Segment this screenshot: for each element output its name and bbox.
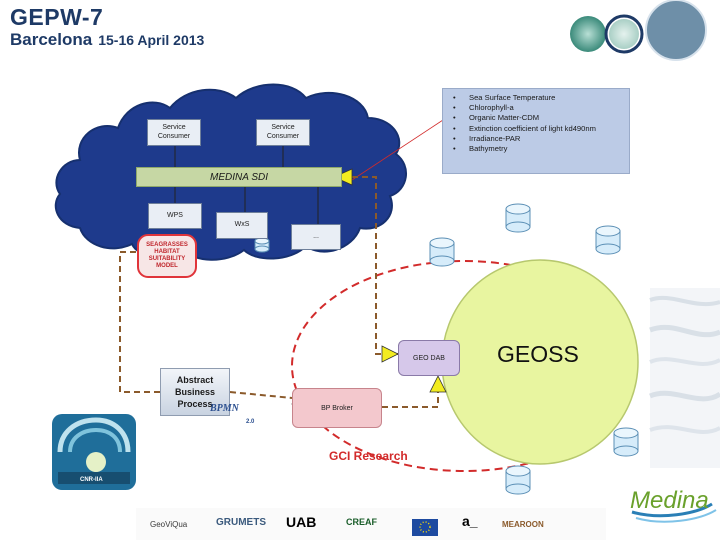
service-consumer-box-2: Service Consumer xyxy=(256,119,310,146)
partner-logo-uab: UAB xyxy=(286,514,317,530)
header-title: GEPW-7 xyxy=(10,4,104,30)
bpmn-logo: BPMN xyxy=(210,403,239,414)
header-subtitle: Barcelona 15-16 April 2013 xyxy=(10,30,204,50)
pointer-line xyxy=(351,119,444,181)
partner-logo-geoviqua: GeoViQua xyxy=(150,520,188,529)
database-icon xyxy=(595,225,621,255)
header-location: Barcelona xyxy=(10,30,93,49)
cnr-iia-label: CNR-IIA xyxy=(80,477,103,483)
parameter-item: Organic Matter-CDM xyxy=(453,113,623,123)
parameter-item: Chlorophyll-a xyxy=(453,103,623,113)
database-icon xyxy=(254,237,270,253)
arrow-to-sdi xyxy=(333,168,353,186)
circle-decoration xyxy=(645,0,707,61)
header-dates: 15-16 April 2013 xyxy=(98,32,205,48)
geoss-label: GEOSS xyxy=(497,341,579,367)
wxs-box: WxS xyxy=(216,212,268,239)
database-icon xyxy=(613,427,639,457)
database-icons xyxy=(254,203,639,495)
decorative-circles xyxy=(570,0,707,61)
parameters-box: Sea Surface Temperature Chlorophyll-a Or… xyxy=(442,88,630,174)
arrow-up-to-geo-dab xyxy=(429,375,447,393)
partner-logo-mearoon: MEAROON xyxy=(502,520,544,529)
gci-research-label: GCI Research xyxy=(329,449,408,463)
seagrass-model-box: SEAGRASSES HABITAT SUITABILITY MODEL xyxy=(137,234,197,278)
database-icon xyxy=(429,237,455,267)
medina-logo: Medina xyxy=(630,487,709,514)
partner-strip xyxy=(136,508,606,540)
parameter-item: Bathymetry xyxy=(453,144,623,154)
parameter-item: Extinction coefficient of light kd490nm xyxy=(453,124,623,134)
parameter-item: Sea Surface Temperature xyxy=(453,93,623,103)
eu-flag-icon xyxy=(412,519,438,536)
wps-box: WPS xyxy=(148,203,202,229)
arrow-to-geo-dab xyxy=(381,345,399,363)
bpmn-version: 2.0 xyxy=(246,419,255,425)
service-consumer-box-1: Service Consumer xyxy=(147,119,201,146)
parameters-list: Sea Surface Temperature Chlorophyll-a Or… xyxy=(453,93,623,154)
circle-decoration xyxy=(570,16,606,52)
eu-stars-icon xyxy=(419,521,431,533)
more-services-box: ... xyxy=(291,224,341,250)
partner-logo-creaf: CREAF xyxy=(346,517,377,527)
medina-wave xyxy=(631,502,713,518)
cnr-iia-logo xyxy=(52,414,136,490)
circle-decoration xyxy=(609,19,639,49)
medina-sdi-bar: MEDINA SDI xyxy=(136,167,342,187)
geo-dab-box: GEO DAB xyxy=(398,340,460,376)
bp-broker-box: BP Broker xyxy=(292,388,382,428)
database-icon xyxy=(505,465,531,495)
sea-wave-image xyxy=(649,288,720,468)
database-icon xyxy=(505,203,531,233)
partner-logo-grumets: GRUMETS xyxy=(216,517,266,528)
medina-wave xyxy=(635,509,717,523)
abstract-business-process-box: Abstract Business Process xyxy=(160,368,230,416)
partner-logo-a: a_ xyxy=(462,513,478,529)
parameter-item: Irradiance-PAR xyxy=(453,134,623,144)
